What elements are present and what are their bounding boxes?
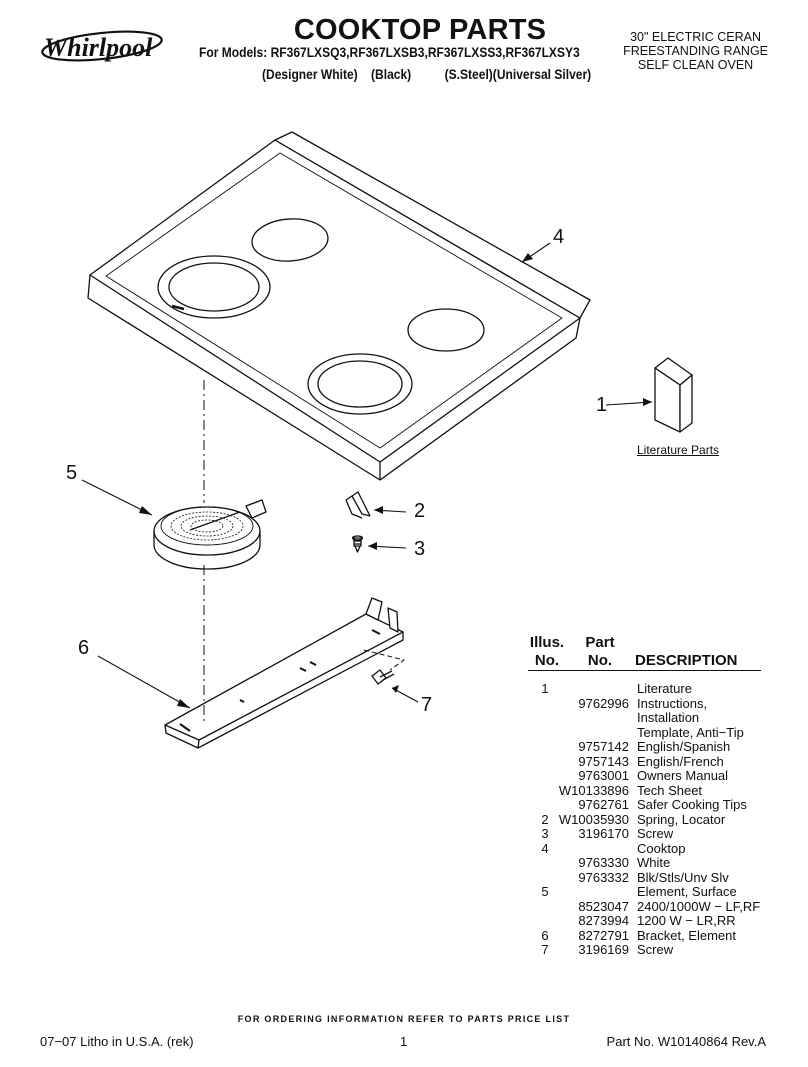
- part-number: 9757143: [578, 753, 629, 769]
- ordering-note: FOR ORDERING INFORMATION REFER TO PARTS …: [237, 1014, 571, 1024]
- literature-booklet-drawing: [654, 357, 693, 433]
- part-number: 8273994: [578, 913, 629, 928]
- part-no-header: Part No.: [585, 634, 615, 669]
- callout-5: 5: [66, 462, 78, 484]
- callout-3: 3: [414, 538, 426, 560]
- surface-element-drawing: [153, 499, 267, 570]
- part-description: 2400/1000W − LF,RF: [637, 898, 761, 914]
- part-number: 3196169: [578, 942, 629, 957]
- part-description: Element, Surface: [637, 884, 737, 899]
- callout-2: 2: [414, 500, 426, 522]
- whirlpool-logo: Whirlpool: [41, 30, 163, 62]
- screw-3-drawing: [351, 535, 364, 553]
- model-list: For Models: RF367LXSQ3,RF367LXSB3,RF367L…: [199, 44, 580, 60]
- part-number: 8272791: [578, 927, 629, 943]
- illus-number: 2: [541, 811, 549, 827]
- part-description: Tech Sheet: [637, 782, 703, 798]
- part-description: Instructions,: [637, 695, 708, 711]
- spring-locator-drawing: [345, 491, 371, 519]
- brand-name: Whirlpool: [44, 33, 153, 62]
- part-description: Cooktop: [637, 840, 686, 856]
- header-rule: [528, 670, 761, 671]
- litho-info: 07−07 Litho in U.S.A. (rek): [40, 1034, 194, 1049]
- part-description: Blk/Stls/Unv Slv: [637, 869, 729, 885]
- part-number: 9763001: [578, 768, 629, 783]
- part-number: 3196170: [578, 826, 629, 841]
- part-number: 9757142: [578, 739, 629, 754]
- part-number: 9762996: [578, 695, 629, 711]
- callout-1: 1: [596, 394, 608, 416]
- literature-parts-label: Literature Parts: [637, 443, 720, 457]
- callout-6: 6: [78, 637, 90, 659]
- illus-number: 4: [541, 840, 549, 856]
- document-part-number: Part No. W10140864 Rev.A: [606, 1034, 766, 1049]
- illus-number: 1: [541, 681, 549, 696]
- part-description: Spring, Locator: [637, 811, 726, 827]
- screw-7-drawing: [371, 669, 395, 685]
- part-description: Literature: [637, 681, 692, 696]
- illus-number: 6: [541, 927, 549, 943]
- part-description: English/French: [637, 753, 724, 769]
- part-description: Screw: [637, 826, 674, 841]
- part-number: 9763332: [578, 869, 629, 885]
- product-line: SELF CLEAN OVEN: [637, 58, 754, 72]
- finish-list: (Designer White) (Black) (S.Steel)(Unive…: [262, 66, 592, 82]
- part-number: 8523047: [578, 898, 629, 914]
- product-description: 30" ELECTRIC CERAN FREESTANDING RANGE SE…: [623, 30, 768, 72]
- description-header: DESCRIPTION: [635, 652, 738, 669]
- part-number: 9763330: [578, 855, 629, 870]
- element-bracket-drawing: [164, 597, 404, 749]
- part-description: Safer Cooking Tips: [637, 797, 747, 812]
- part-description: Owners Manual: [637, 768, 729, 783]
- part-description: 1200 W − LR,RR: [637, 913, 736, 928]
- product-line: 30" ELECTRIC CERAN: [630, 30, 761, 44]
- part-description: Screw: [637, 942, 674, 957]
- part-number: W10035930: [558, 811, 629, 827]
- callout-4: 4: [553, 226, 565, 248]
- callout-7: 7: [421, 694, 433, 716]
- product-line: FREESTANDING RANGE: [623, 44, 768, 58]
- page-title: COOKTOP PARTS: [293, 14, 547, 46]
- illus-number: 5: [541, 884, 549, 899]
- illus-number: 7: [541, 942, 549, 957]
- part-description: English/Spanish: [637, 739, 731, 754]
- part-description: White: [637, 855, 671, 870]
- part-description: Template, Anti−Tip: [637, 724, 744, 740]
- part-description: Installation: [637, 710, 700, 725]
- cooktop-drawing: [87, 131, 591, 481]
- illus-no-header: Illus. No.: [529, 634, 565, 669]
- part-number: 9762761: [578, 797, 629, 812]
- page-number: 1: [400, 1034, 408, 1049]
- part-description: Bracket, Element: [637, 927, 736, 943]
- part-number: W10133896: [558, 782, 629, 798]
- illus-number: 3: [541, 826, 549, 841]
